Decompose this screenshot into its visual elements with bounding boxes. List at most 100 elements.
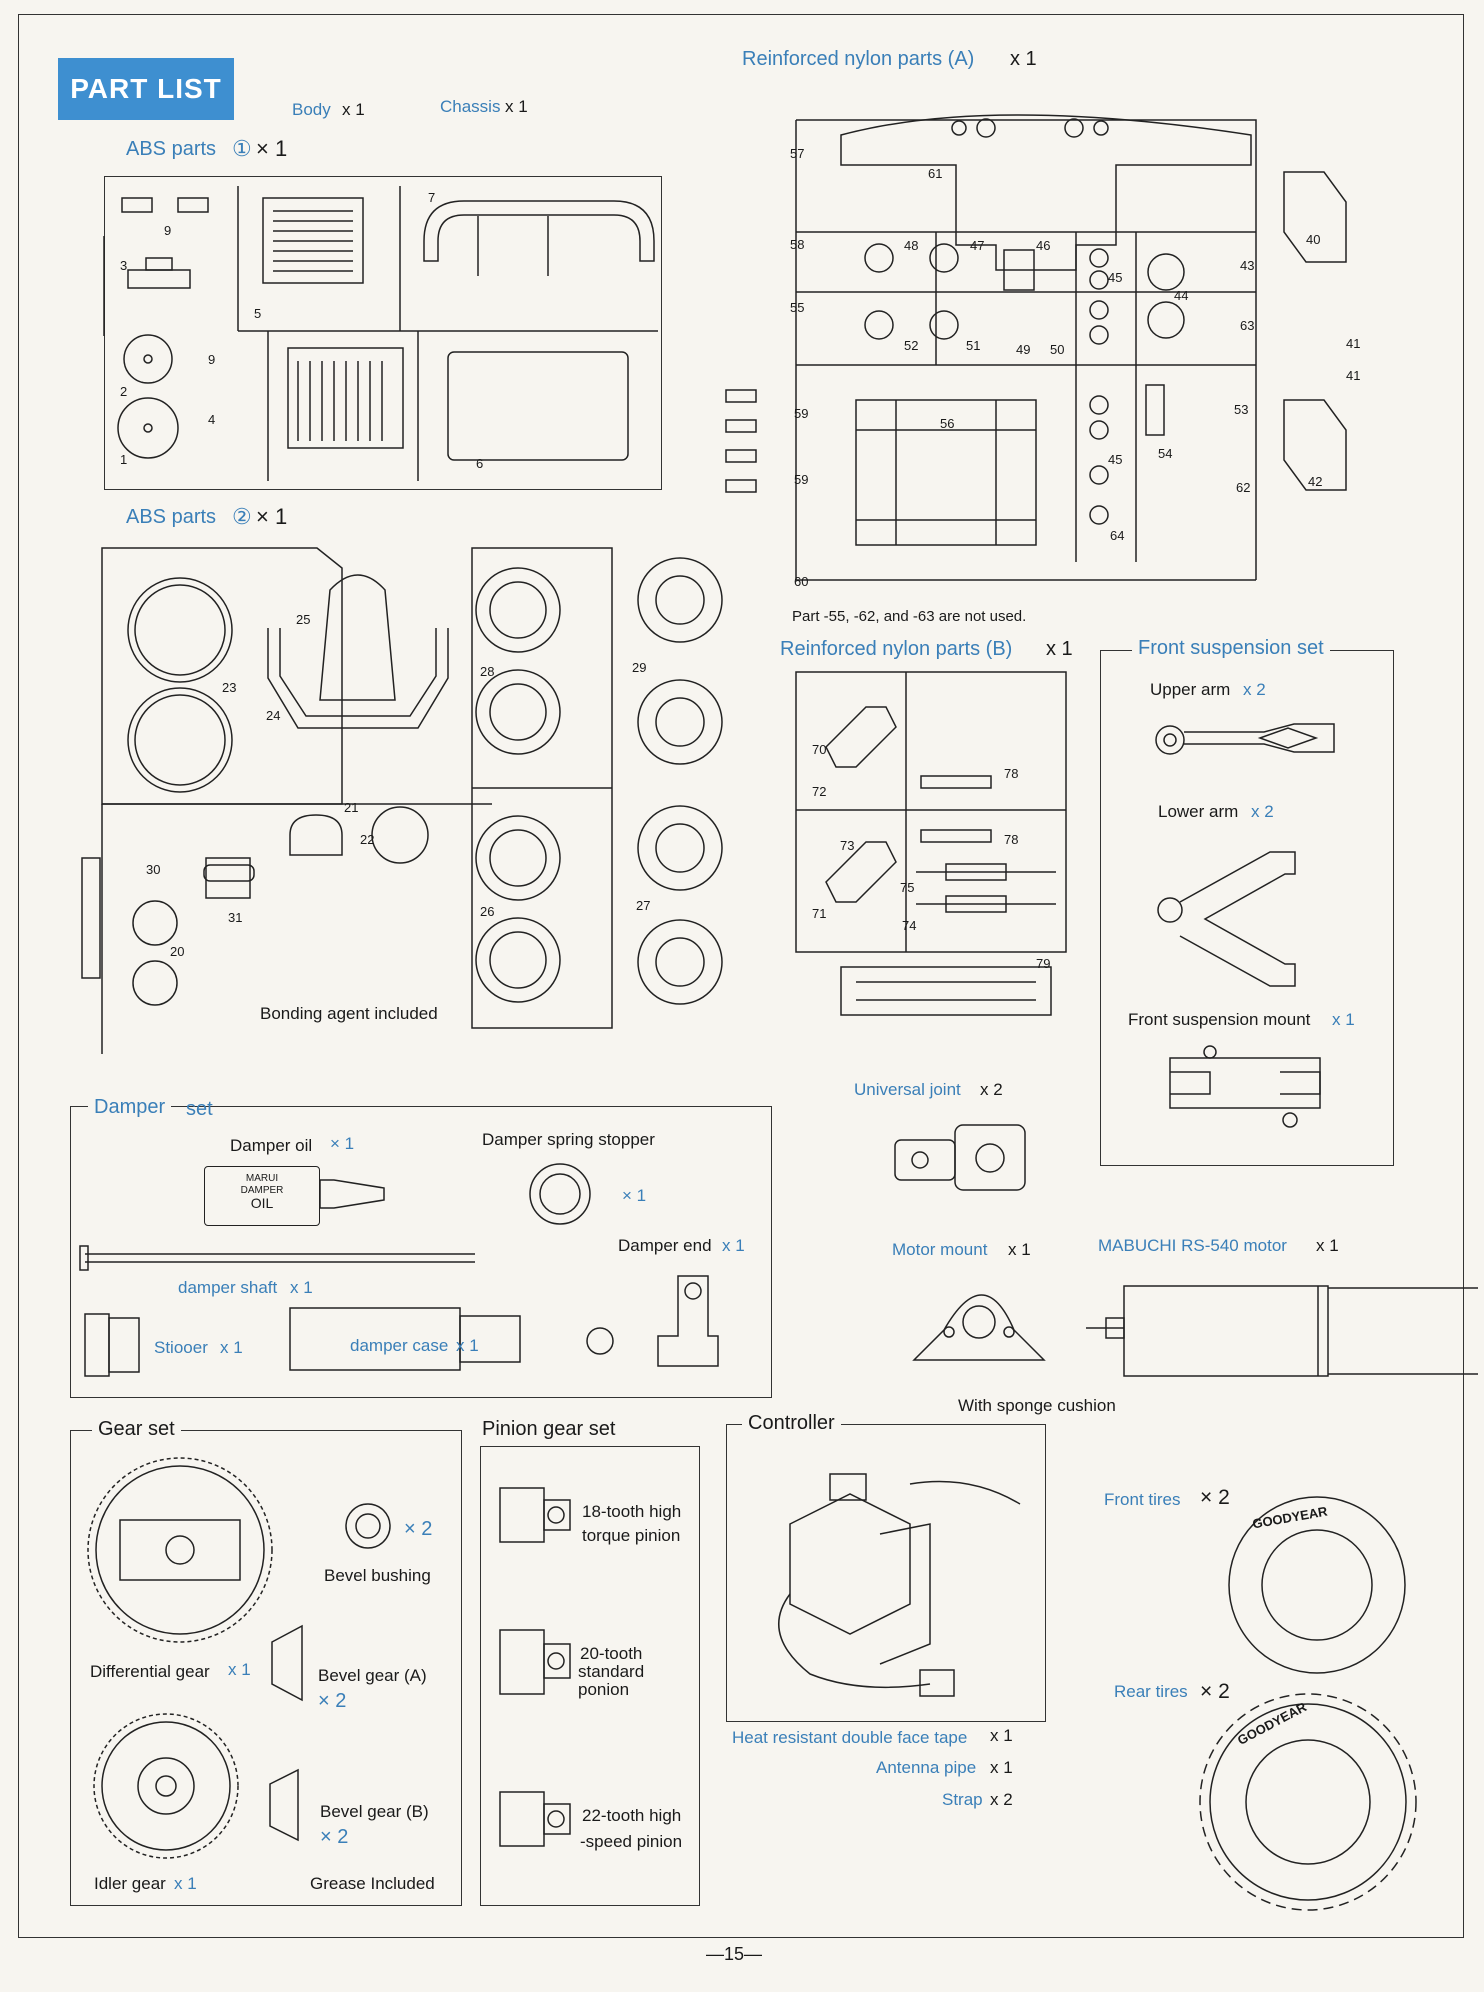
universal-joint-label: Universal joint bbox=[854, 1080, 961, 1099]
nylonA-num-56: 56 bbox=[940, 416, 955, 431]
nylonA-num-54: 54 bbox=[1158, 446, 1173, 461]
motor-mount-note: With sponge cushion bbox=[958, 1396, 1116, 1415]
universal-joint-drawing bbox=[894, 1124, 1026, 1191]
nylonA-num-59a: 59 bbox=[794, 406, 809, 421]
bevel-gear-b-label: Bevel gear (B) bbox=[320, 1802, 429, 1821]
nylonA-num-44: 44 bbox=[1174, 288, 1189, 303]
nylonA-num-58: 58 bbox=[790, 237, 805, 252]
nylonA-num-43: 43 bbox=[1240, 258, 1255, 273]
abs2-num-24: 24 bbox=[266, 708, 281, 723]
bevel-bushing-qty: × 2 bbox=[404, 1518, 433, 1540]
rear-tires-label: Rear tires bbox=[1114, 1682, 1188, 1701]
nylonA-num-61: 61 bbox=[928, 166, 943, 181]
pinion-set-frame bbox=[480, 1446, 700, 1906]
pinion-20-line3: ponion bbox=[578, 1680, 630, 1699]
pinion-20-line2: standard bbox=[578, 1662, 645, 1681]
nylonA-num-40: 40 bbox=[1306, 232, 1321, 247]
bottle-line-2: DAMPER bbox=[240, 1185, 284, 1196]
abs2-num-29: 29 bbox=[632, 660, 647, 675]
controller-drawing bbox=[778, 1473, 1021, 1697]
abs1-num-2: 2 bbox=[120, 384, 128, 399]
nylonA-num-42: 42 bbox=[1308, 474, 1323, 489]
damper-title: Damper bbox=[88, 1096, 172, 1119]
idler-gear-qty: x 1 bbox=[174, 1874, 197, 1893]
abs2-num-26: 26 bbox=[480, 904, 495, 919]
abs2-num-23: 23 bbox=[222, 680, 237, 695]
damper-frame bbox=[70, 1106, 772, 1398]
tape-qty: x 1 bbox=[990, 1726, 1013, 1745]
nylonA-num-63: 63 bbox=[1240, 318, 1255, 333]
upper-arm-qty: x 2 bbox=[1243, 680, 1266, 699]
nylonA-title: Reinforced nylon parts (A) bbox=[742, 48, 975, 70]
nylonB-num-71: 71 bbox=[812, 906, 827, 921]
motor-qty: x 1 bbox=[1316, 1236, 1339, 1255]
nylonB-num-78b: 78 bbox=[1004, 832, 1019, 847]
abs1-num-7: 7 bbox=[428, 190, 436, 205]
upper-arm-label: Upper arm bbox=[1150, 680, 1231, 699]
damper-end-qty: x 1 bbox=[722, 1236, 745, 1255]
bevel-bushing-label: Bevel bushing bbox=[324, 1566, 431, 1585]
motor-mount-qty: x 1 bbox=[1008, 1240, 1031, 1259]
abs1-num-5: 5 bbox=[254, 306, 262, 321]
universal-joint-qty: x 2 bbox=[980, 1080, 1003, 1099]
nylonA-num-55: 55 bbox=[790, 300, 805, 315]
abs1-parts-drawing bbox=[103, 186, 658, 481]
stopper-label: Stiooer bbox=[154, 1338, 208, 1357]
nylonA-num-48: 48 bbox=[904, 238, 919, 253]
damper-oil-label: Damper oil bbox=[230, 1136, 313, 1155]
nylonB-num-74: 74 bbox=[902, 918, 917, 933]
motor-mount-label: Motor mount bbox=[892, 1240, 988, 1259]
differential-gear-label: Differential gear bbox=[90, 1662, 210, 1681]
gear-set-title: Gear set bbox=[92, 1418, 181, 1441]
damper-shaft-label: damper shaft bbox=[178, 1278, 278, 1297]
nylonA-num-50: 50 bbox=[1050, 342, 1065, 357]
abs2-parts-drawing bbox=[81, 547, 723, 1054]
nylonA-num-45a: 45 bbox=[1108, 270, 1123, 285]
stopper-qty: x 1 bbox=[220, 1338, 243, 1357]
abs2-num-20: 20 bbox=[170, 944, 185, 959]
antenna-qty: x 1 bbox=[990, 1758, 1013, 1777]
spring-stopper-qty: × 1 bbox=[622, 1186, 647, 1205]
abs2-num-21: 21 bbox=[344, 800, 359, 815]
nylonA-note: Part -55, -62, and -63 are not used. bbox=[792, 608, 1027, 625]
part-list-title: PART LIST bbox=[58, 58, 234, 120]
bevel-gear-a-label: Bevel gear (A) bbox=[318, 1666, 427, 1685]
motor-mount-drawing bbox=[912, 1294, 1046, 1361]
abs2-qty: × 1 bbox=[256, 504, 288, 529]
damper-case-qty: x 1 bbox=[456, 1336, 479, 1355]
abs1-num-4: 4 bbox=[208, 412, 216, 427]
nylonA-num-60: 60 bbox=[794, 574, 809, 589]
nylonA-parts-drawing bbox=[725, 114, 1347, 581]
pinion-drawing bbox=[499, 1487, 571, 1847]
gear-set-frame bbox=[70, 1430, 462, 1906]
bevel-gear-b-qty: × 2 bbox=[320, 1826, 349, 1848]
pinion-22-line1: 22-tooth high bbox=[582, 1806, 682, 1825]
abs2-num-27: 27 bbox=[636, 898, 651, 913]
nylonA-num-47: 47 bbox=[970, 238, 985, 253]
nylonA-num-49: 49 bbox=[1016, 342, 1031, 357]
pinion-18-line2: torque pinion bbox=[582, 1526, 681, 1545]
nylonB-num-78a: 78 bbox=[1004, 766, 1019, 781]
front-tires-label: Front tires bbox=[1104, 1490, 1181, 1509]
abs2-num-30: 30 bbox=[146, 862, 161, 877]
nylonB-qty: x 1 bbox=[1046, 638, 1073, 660]
nylonB-title: Reinforced nylon parts (B) bbox=[780, 638, 1013, 660]
nylonA-num-41b: 41 bbox=[1346, 368, 1361, 383]
idler-gear-label: Idler gear bbox=[94, 1874, 166, 1893]
front-tire-drawing bbox=[1228, 1496, 1406, 1674]
bevel-gear-a-qty: × 2 bbox=[318, 1690, 347, 1712]
nylonB-num-70: 70 bbox=[812, 742, 827, 757]
nylonA-num-57: 57 bbox=[790, 146, 805, 161]
abs1-marker: ① bbox=[232, 136, 252, 161]
gear-set-drawing bbox=[87, 1457, 391, 1859]
nylonA-num-45b: 45 bbox=[1108, 452, 1123, 467]
abs1-qty: × 1 bbox=[256, 136, 288, 161]
abs2-num-28: 28 bbox=[480, 664, 495, 679]
abs2-num-22: 22 bbox=[360, 832, 375, 847]
abs1-num-6: 6 bbox=[476, 456, 484, 471]
nylonB-num-75: 75 bbox=[900, 880, 915, 895]
damper-drawing bbox=[79, 1163, 719, 1377]
chassis-label: Chassis bbox=[440, 97, 501, 116]
pinion-18-line1: 18-tooth high bbox=[582, 1502, 682, 1521]
nylonB-num-79: 79 bbox=[1036, 956, 1051, 971]
